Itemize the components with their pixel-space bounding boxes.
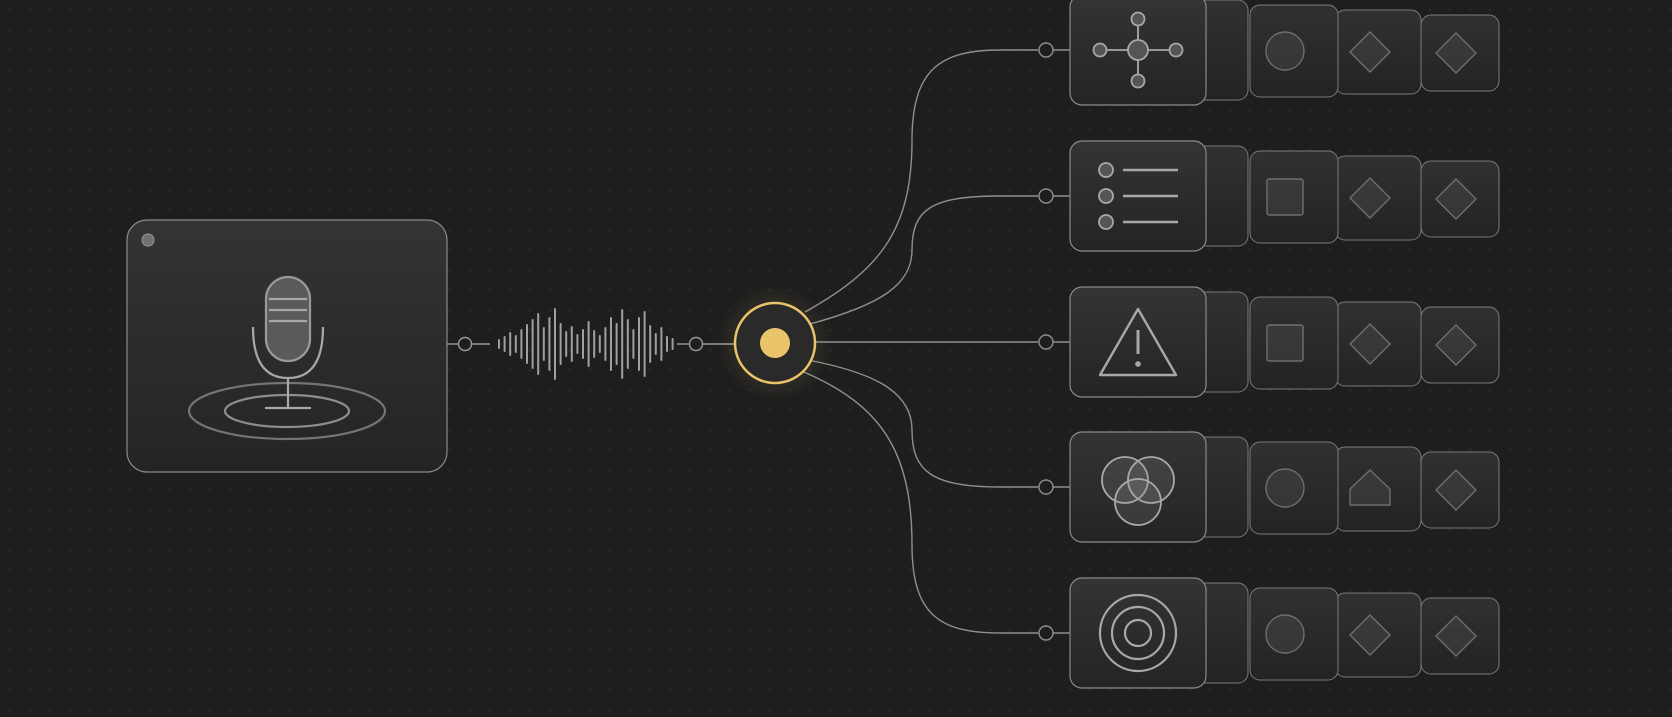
diamond-shape xyxy=(1435,469,1477,511)
diamond-shape xyxy=(1349,177,1391,219)
circle-shape xyxy=(1265,31,1305,71)
category-card xyxy=(1069,286,1207,398)
target-icon xyxy=(1098,593,1178,673)
network-node-icon xyxy=(1092,11,1184,89)
signal-connector xyxy=(447,336,735,352)
diamond-shape xyxy=(1349,614,1391,656)
branch-line xyxy=(807,359,1038,488)
branch-port xyxy=(1038,479,1054,495)
output-tile xyxy=(1420,306,1500,384)
circle-shape xyxy=(1265,468,1305,508)
diamond-shape xyxy=(1435,615,1477,657)
output-row xyxy=(1069,0,1500,106)
microphone-icon xyxy=(187,275,387,441)
diamond-shape xyxy=(1349,323,1391,365)
category-card xyxy=(1069,577,1207,689)
output-tile xyxy=(1420,160,1500,238)
output-tile xyxy=(1420,597,1500,675)
output-tile xyxy=(1420,14,1500,92)
output-row xyxy=(1069,140,1500,252)
circle-shape xyxy=(1265,614,1305,654)
input-card xyxy=(126,219,448,473)
diamond-shape xyxy=(1435,324,1477,366)
branch-line xyxy=(804,49,1038,313)
square-shape xyxy=(1266,178,1304,216)
output-tile xyxy=(1334,155,1422,241)
status-dot xyxy=(141,233,155,247)
diamond-shape xyxy=(1349,31,1391,73)
output-tile xyxy=(1334,592,1422,678)
central-hub-node xyxy=(717,285,833,401)
branch-port xyxy=(1038,625,1054,641)
output-tile xyxy=(1334,446,1422,532)
output-tile xyxy=(1249,296,1339,390)
list-icon xyxy=(1098,162,1178,230)
branch-connectors xyxy=(803,42,1070,641)
warning-triangle-icon xyxy=(1098,307,1178,377)
output-tile xyxy=(1249,441,1339,535)
category-card xyxy=(1069,0,1207,106)
pentagon-shape xyxy=(1349,469,1391,506)
output-row xyxy=(1069,577,1500,689)
sound-wave-icon xyxy=(498,308,674,380)
branch-port xyxy=(1038,42,1054,58)
output-tile xyxy=(1334,301,1422,387)
venn-diagram-icon xyxy=(1101,456,1175,526)
square-shape xyxy=(1266,324,1304,362)
branch-line xyxy=(809,195,1038,325)
output-tile xyxy=(1249,587,1339,681)
category-card xyxy=(1069,140,1207,252)
branch-line xyxy=(803,371,1038,634)
branch-port xyxy=(1038,188,1054,204)
diamond-shape xyxy=(1435,178,1477,220)
output-rows xyxy=(1069,0,1500,689)
output-tile xyxy=(1334,9,1422,95)
branch-port xyxy=(1038,334,1054,350)
diamond-shape xyxy=(1435,32,1477,74)
category-card xyxy=(1069,431,1207,543)
output-tile xyxy=(1249,4,1339,98)
output-tile xyxy=(1249,150,1339,244)
output-row xyxy=(1069,431,1500,543)
output-row xyxy=(1069,286,1500,398)
output-tile xyxy=(1420,451,1500,529)
